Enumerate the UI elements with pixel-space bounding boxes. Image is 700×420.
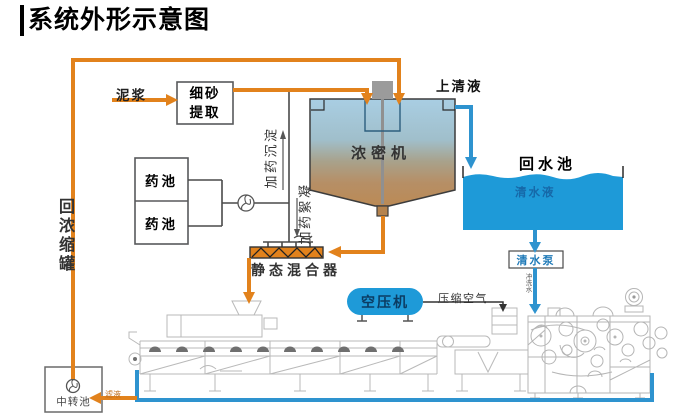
- mud-label: 泥浆: [116, 88, 147, 103]
- air-compressor-vessel: [347, 288, 423, 322]
- filtrate-label: 滤液: [105, 390, 121, 399]
- thickener-tank: [309, 81, 456, 217]
- sand-extraction-line2: 提取: [189, 105, 221, 120]
- belt-conveyor-drawing: [128, 300, 438, 392]
- clear-water-pump-label: 清水泵: [516, 254, 556, 267]
- thickener-feedwell: [364, 100, 401, 132]
- static-mixer-label: 静态混合器: [251, 262, 341, 278]
- dosing-pump-icon: [237, 194, 255, 212]
- sand-extraction-label: 细砂 提取: [177, 82, 233, 124]
- return-water-pool-label: 回水池: [519, 156, 577, 173]
- chem-tank-1-label: 药池: [145, 173, 178, 189]
- page-title: 系统外形示意图: [20, 5, 210, 36]
- sand-extraction-line1: 细砂: [189, 86, 221, 101]
- conveyor-rollers: [133, 346, 404, 361]
- compressed-air-label: 压缩空气: [438, 293, 488, 305]
- transfer-pool-label: 中转池: [56, 395, 91, 408]
- supernatant-label: 上清液: [436, 79, 483, 94]
- thickener-motor: [372, 81, 393, 99]
- clear-water-label: 清水液: [515, 187, 556, 199]
- dosing-flocculation-label: 加药絮凝: [297, 182, 313, 245]
- return-water-pool-tank: [462, 166, 624, 230]
- slurry-pipes: [71, 58, 405, 404]
- thickener-label: 浓密机: [351, 145, 412, 162]
- air-compressor-label: 空压机: [361, 293, 409, 310]
- chemical-tanks-box: [134, 157, 189, 245]
- chem-tank-2-label: 药池: [145, 216, 178, 232]
- return-thickening-tank-label: 回浓缩罐: [56, 198, 73, 274]
- pump-table-drawing: [436, 307, 529, 392]
- compressed-air-line: [423, 301, 507, 312]
- transfer-pump-icon: [65, 378, 81, 394]
- sand-extraction-box: [176, 81, 234, 125]
- dosing-sedimentation-label: 加药沉淀: [263, 126, 279, 189]
- static-mixer-body: [249, 246, 324, 259]
- water-pipes: [135, 105, 654, 402]
- dosing-flow-arrows: [280, 130, 300, 237]
- flush-water-label: 冲洗水: [524, 273, 531, 293]
- belt-filter-press-drawing: [527, 288, 668, 399]
- dosing-lines: [188, 90, 313, 247]
